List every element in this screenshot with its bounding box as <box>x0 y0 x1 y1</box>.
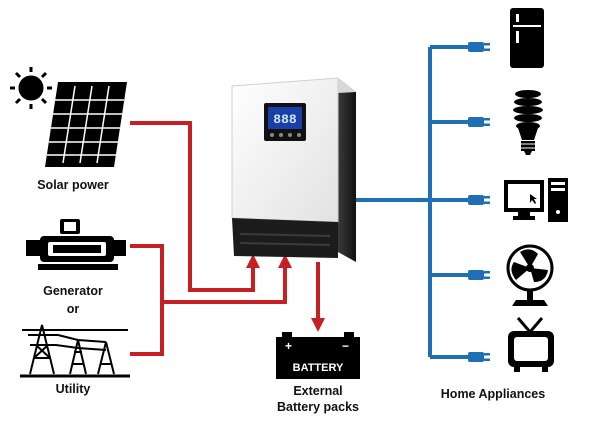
inverter-front <box>231 77 339 223</box>
battery-icon: + − BATTERY <box>276 332 360 379</box>
solar-power-label: Solar power <box>37 178 109 192</box>
input-arrowheads <box>246 254 325 332</box>
inverter-display-text: 888 <box>273 112 297 127</box>
external-battery-label-line2: Battery packs <box>277 400 359 414</box>
generator-label: Generator <box>43 284 103 298</box>
inverter-side <box>338 78 356 262</box>
home-appliances-label: Home Appliances <box>440 387 546 401</box>
fan-icon <box>506 244 554 306</box>
output-lines <box>354 45 470 359</box>
battery-label: BATTERY <box>293 362 344 374</box>
external-battery-label-line1: External <box>293 384 343 398</box>
plug-bulb-icon <box>468 117 490 127</box>
power-tower-icon <box>20 324 130 378</box>
svg-text:−: − <box>342 339 349 353</box>
computer-icon <box>504 178 568 222</box>
inverter-display <box>268 107 302 129</box>
television-icon <box>508 317 554 372</box>
or-label: or <box>66 302 80 316</box>
utility-line <box>130 302 164 356</box>
solar-line <box>130 121 255 292</box>
light-bulb-icon <box>513 90 543 155</box>
svg-text:+: + <box>285 339 292 353</box>
plug-tv-icon <box>468 352 490 362</box>
inverter-bottom <box>232 218 338 258</box>
arrow-generator <box>278 254 292 268</box>
generator-icon <box>26 219 126 270</box>
plug-fan-icon <box>468 270 490 280</box>
sun-icon <box>10 67 52 109</box>
inverter: 888 <box>231 77 356 262</box>
arrow-solar <box>246 254 260 268</box>
plug-fridge-icon <box>468 42 490 52</box>
input-lines <box>130 121 320 356</box>
plugs <box>468 42 490 362</box>
solar-panel-icon <box>45 82 127 167</box>
arrow-battery <box>311 318 325 332</box>
refrigerator-icon <box>510 8 544 68</box>
utility-label: Utility <box>55 382 91 396</box>
plug-computer-icon <box>468 195 490 205</box>
